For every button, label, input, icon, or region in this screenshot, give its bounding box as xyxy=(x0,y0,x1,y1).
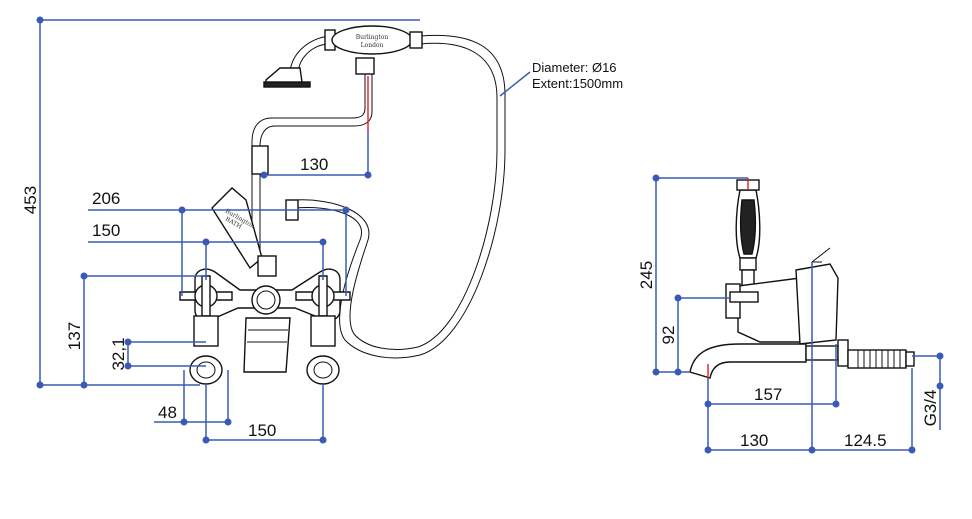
diverter-lever: Burlington BATH xyxy=(211,187,277,277)
side-threaded-inlet xyxy=(847,349,907,369)
thread-marks xyxy=(857,350,901,368)
dim-157: 157 xyxy=(754,385,782,404)
side-view xyxy=(689,178,915,379)
side-wall-flange xyxy=(837,339,849,367)
left-cross-handle xyxy=(179,275,233,385)
dim-150-bottom: 150 xyxy=(248,421,276,440)
dim-g3-4: G3/4 xyxy=(921,390,940,427)
dim-206: 206 xyxy=(92,189,120,208)
dim-245: 245 xyxy=(637,261,656,289)
front-dimensions: 453 206 150 130 137 32,1 48 xyxy=(21,16,623,444)
hose-diameter-note: Diameter: Ø16 xyxy=(532,60,617,75)
right-cross-handle xyxy=(295,275,351,385)
handset-logo-line1: Burlington xyxy=(356,34,389,41)
body-center-nut xyxy=(251,285,281,315)
mixer-body xyxy=(194,268,341,321)
dim-124-5: 124.5 xyxy=(844,431,887,450)
front-view: Burlington London Burlington BATH xyxy=(179,25,506,385)
shower-hose xyxy=(294,34,506,359)
shower-handset: Burlington London xyxy=(263,25,423,88)
dim-137: 137 xyxy=(65,322,84,350)
spout xyxy=(243,317,291,373)
cradle-pipe xyxy=(251,74,373,256)
handset-holder xyxy=(355,57,375,75)
dim-48: 48 xyxy=(158,403,177,422)
dim-453: 453 xyxy=(21,186,40,214)
dim-32-1: 32,1 xyxy=(109,337,128,370)
cradle-collar xyxy=(251,145,269,175)
dim-150-top: 150 xyxy=(92,221,120,240)
dim-130-front: 130 xyxy=(300,155,328,174)
hose-extent-note: Extent:1500mm xyxy=(532,76,623,91)
dim-92: 92 xyxy=(659,326,678,345)
side-dimensions: 245 92 157 130 124.5 G3/4 xyxy=(637,174,944,454)
dim-130-side: 130 xyxy=(740,431,768,450)
handset-logo-line2: London xyxy=(361,42,384,49)
